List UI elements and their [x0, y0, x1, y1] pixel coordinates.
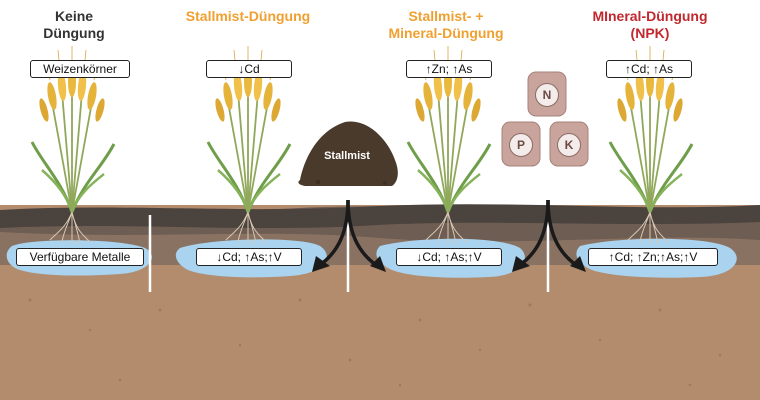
surface-layer [0, 204, 760, 228]
manure-pile [298, 121, 398, 186]
panel-title-manure-mineral: Stallmist- + Mineral-Düngung [388, 8, 504, 41]
arrow-stallmist-split [318, 199, 378, 267]
grain-label-2: ↓Cd [206, 60, 292, 78]
stallmist-label: Stallmist [324, 150, 370, 162]
panel-title-no-fertilizer: Keine Düngung [43, 8, 105, 41]
soil-specks [28, 298, 722, 387]
arrow-mineral-split [518, 199, 578, 267]
metal-label-4: ↑Cd; ↑Zn;↑As;↑V [588, 248, 718, 266]
metal-label-3: ↓Cd; ↑As;↑V [396, 248, 502, 266]
grain-label-4: ↑Cd; ↑As [606, 60, 692, 78]
grain-label-3: ↑Zn; ↑As [406, 60, 492, 78]
metal-label-1: Verfügbare Metalle [16, 248, 144, 266]
arrow-head-left-2 [512, 256, 530, 272]
arrow-head-right-2 [570, 256, 586, 272]
bag-letter-k: K [557, 133, 581, 157]
grain-label-1: Weizenkörner [30, 60, 130, 78]
deep-soil-layer [0, 265, 760, 400]
bag-letter-p: P [509, 133, 533, 157]
metal-label-2: ↓Cd; ↑As;↑V [196, 248, 302, 266]
panel-title-mineral-npk: MIneral-Düngung (NPK) [592, 8, 708, 41]
bag-letter-n: N [535, 83, 559, 107]
panel-title-manure: Stallmist-Düngung [185, 8, 311, 24]
arrow-head-left-1 [312, 256, 330, 272]
arrow-head-right-1 [370, 256, 386, 272]
